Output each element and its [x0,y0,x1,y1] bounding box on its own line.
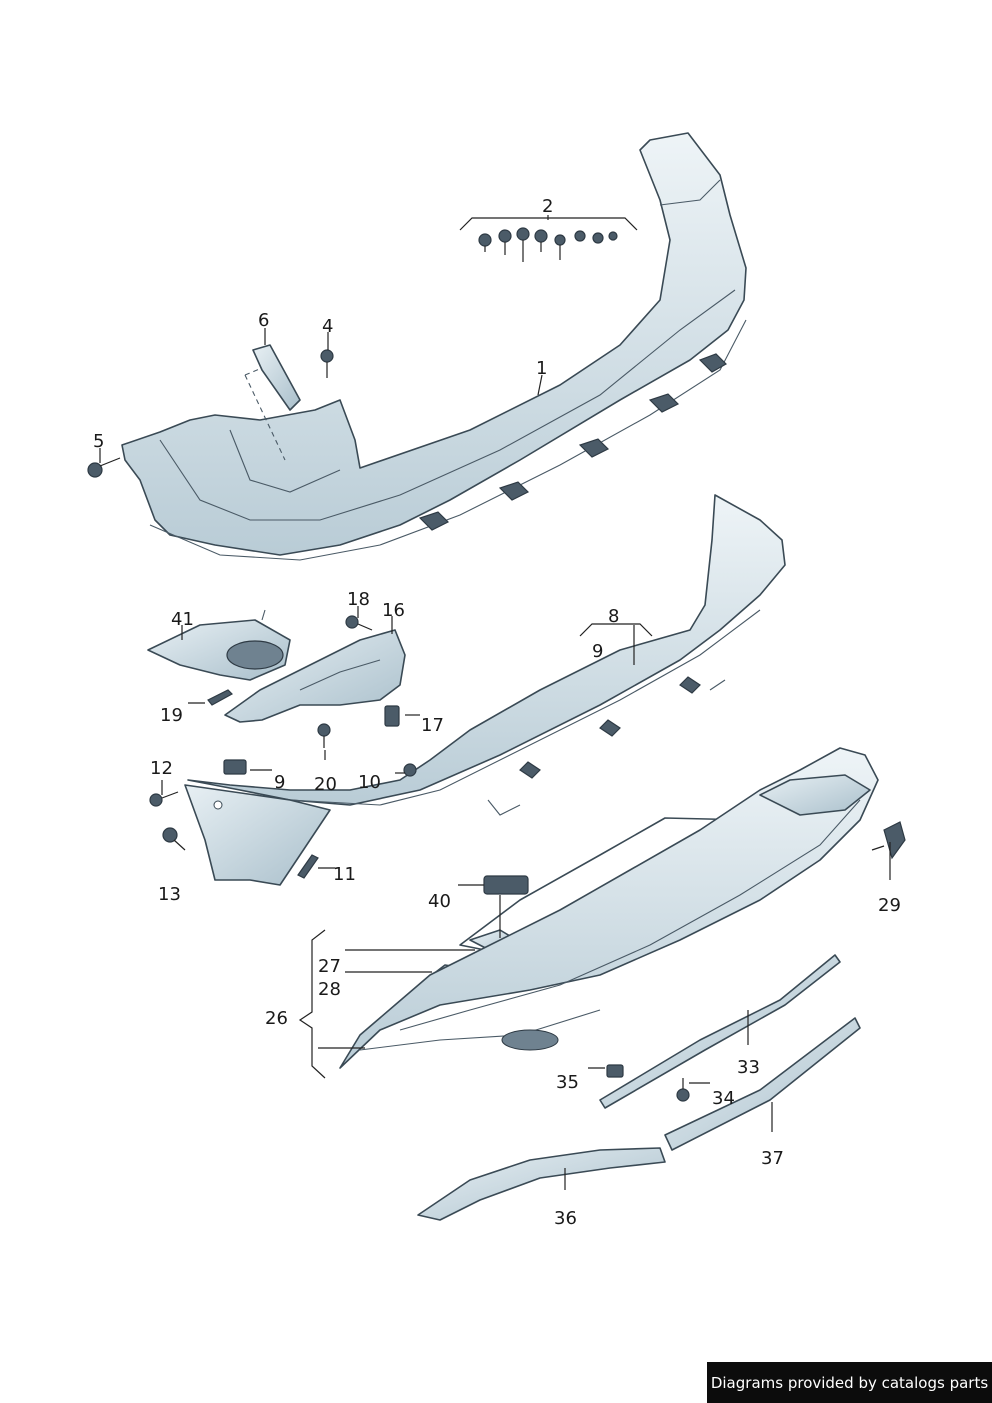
leader-lines [99,215,891,1190]
lower-trim-36 [417,1147,666,1221]
label-9-lower: 9 [274,772,285,793]
label-20: 20 [314,774,337,795]
label-4: 4 [322,316,333,337]
label-35: 35 [556,1072,579,1093]
mounting-bracket-16 [224,629,406,727]
clip-35 [606,1064,624,1078]
label-16: 16 [382,600,405,621]
label-28: 28 [318,979,341,1000]
callout-labels: 2 1 6 4 5 41 18 16 8 9 19 17 20 12 9 10 … [93,196,901,1229]
grille-insert-6 [244,344,301,461]
sensor-bracket-40 [483,875,529,895]
label-27: 27 [318,956,341,977]
trim-strip-33 [599,954,841,1109]
fastener-set-2 [478,227,618,262]
bumper-bracket-8 [187,494,786,816]
label-40: 40 [428,891,451,912]
label-1: 1 [536,358,547,379]
label-12: 12 [150,758,173,779]
small-fasteners [149,615,417,879]
rear-bumper-cover [121,132,747,561]
label-8: 8 [608,606,619,627]
label-41: 41 [171,609,194,630]
label-17: 17 [421,715,444,736]
label-37: 37 [761,1148,784,1169]
label-10: 10 [358,772,381,793]
label-9-upper: 9 [592,641,603,662]
credit-banner: Diagrams provided by catalogs parts [707,1362,992,1403]
label-6: 6 [258,310,269,331]
label-36: 36 [554,1208,577,1229]
label-11: 11 [333,864,356,885]
label-2: 2 [542,196,553,217]
exhaust-trim-41 [147,609,291,681]
label-19: 19 [160,705,183,726]
label-33: 33 [737,1057,760,1078]
bolt-5 [87,457,121,478]
label-34: 34 [712,1088,735,1109]
diffuser-26 [339,747,879,1069]
label-29: 29 [878,895,901,916]
trim-strip-37 [664,1017,861,1151]
label-5: 5 [93,431,104,452]
label-26: 26 [265,1008,288,1029]
side-trim-13 [184,784,331,886]
screw-4 [320,349,334,378]
clip-29 [871,821,906,860]
label-18: 18 [347,589,370,610]
label-13: 13 [158,884,181,905]
bolt-34 [676,1078,690,1102]
